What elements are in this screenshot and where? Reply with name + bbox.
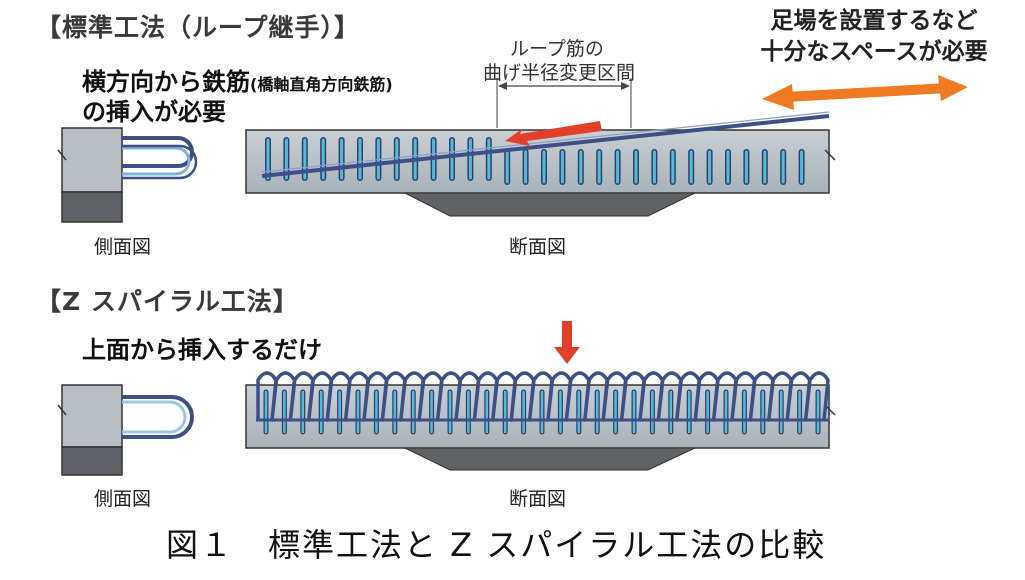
space-note-line2: 十分なスペースが必要: [760, 39, 988, 65]
bend-annotation-line1: ループ筋の: [510, 38, 604, 60]
rebar-slots: [263, 389, 821, 435]
space-note: 足場を設置するなど 十分なスペースが必要: [744, 6, 1004, 68]
transverse-rebar: [261, 114, 830, 178]
standard-section-label: 断面図: [509, 236, 567, 258]
zspiral-side-label: 側面図: [94, 488, 152, 510]
insertion-direction-arrow: [505, 121, 602, 146]
standard-side-label: 側面図: [94, 236, 152, 258]
zspiral-note: 上面から挿入するだけ: [82, 336, 322, 364]
rebar-slots: [265, 137, 805, 185]
space-required-arrow: [762, 75, 968, 110]
space-note-line1: 足場を設置するなど: [770, 8, 978, 34]
standard-note-main: 横方向から鉄筋: [82, 68, 250, 96]
standard-note-line1: 横方向から鉄筋(橋軸直角方向鉄筋): [82, 62, 393, 97]
standard-note-paren: (橋軸直角方向鉄筋): [250, 75, 393, 94]
zspiral-side-view: [57, 384, 194, 476]
insertion-from-top-arrow: [554, 321, 580, 364]
standard-side-view: [57, 127, 198, 223]
z-spiral-rebar: [256, 371, 830, 422]
zspiral-title: 【Z スパイラル工法】: [36, 287, 299, 316]
standard-note-line2: の挿入が必要: [82, 98, 226, 126]
standard-title: 【標準工法（ループ継手）】: [36, 13, 361, 42]
figure-caption: 図１ 標準工法と Z スパイラル工法の比較: [166, 526, 827, 564]
standard-cross-section: [245, 78, 836, 217]
zspiral-section-label: 断面図: [509, 488, 567, 510]
zspiral-cross-section: [245, 321, 836, 471]
bend-annotation-line2: 曲げ半径変更区間: [483, 62, 636, 84]
